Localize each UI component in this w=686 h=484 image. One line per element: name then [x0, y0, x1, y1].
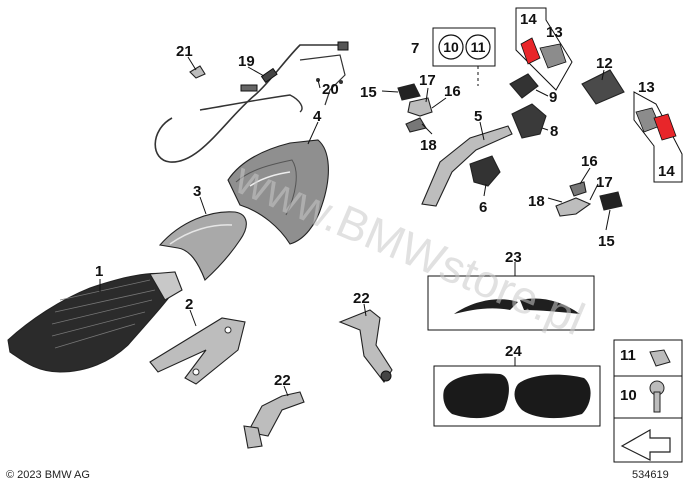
callout-18b: 18 — [528, 193, 545, 210]
part-4-rear-cowl — [227, 121, 329, 245]
diagram-number: 534619 — [632, 469, 669, 481]
part-22-bracket-upper — [338, 303, 393, 383]
legend-label-11: 11 — [620, 347, 636, 364]
part-3-seat-cover — [158, 196, 247, 281]
callout-21: 21 — [176, 43, 193, 60]
part-5-frame — [421, 121, 513, 207]
callout-14: 14 — [520, 11, 537, 28]
callout-18: 18 — [420, 137, 437, 154]
callout-24: 24 — [505, 343, 522, 360]
callout-13b: 13 — [638, 79, 655, 96]
part-24-tank-pads — [433, 357, 601, 427]
part-6-holder — [469, 155, 501, 197]
part-13-14-set-upper — [515, 7, 573, 91]
part-8-mount — [511, 103, 549, 139]
callout-22b: 22 — [274, 372, 291, 389]
callout-11-in-group-7: 11 — [471, 39, 486, 55]
callout-16: 16 — [444, 83, 461, 100]
legend-label-10: 10 — [620, 387, 637, 404]
part-13-14-set-lower — [633, 91, 683, 183]
callout-12: 12 — [596, 55, 613, 72]
copyright: © 2023 BMW AG — [6, 469, 90, 481]
callout-19: 19 — [238, 53, 255, 70]
callout-2: 2 — [185, 296, 193, 313]
callout-10-in-group-7: 10 — [443, 39, 459, 55]
callout-16b: 16 — [581, 153, 598, 170]
callout-15: 15 — [360, 84, 377, 101]
part-12-reflector — [581, 69, 625, 105]
callout-14b: 14 — [658, 163, 675, 180]
callout-20: 20 — [322, 81, 339, 98]
callout-8: 8 — [550, 123, 558, 140]
callout-9: 9 — [549, 89, 557, 106]
footrest-assembly-lower — [547, 167, 623, 231]
part-21-clip — [187, 56, 206, 79]
part-1-seat — [7, 271, 183, 373]
fastener-legend — [613, 339, 683, 463]
callout-23: 23 — [505, 249, 522, 266]
part-9-mount — [509, 73, 549, 99]
callout-7: 7 — [411, 40, 419, 57]
callout-1: 1 — [95, 263, 103, 280]
callout-5: 5 — [474, 108, 482, 125]
part-2-bracket — [149, 309, 246, 385]
part-19-20-wiring-harness — [154, 41, 349, 163]
callout-22: 22 — [353, 290, 370, 307]
footrest-assembly-upper — [381, 83, 447, 135]
callout-3: 3 — [193, 183, 201, 200]
callout-15b: 15 — [598, 233, 615, 250]
group-7-kit-box — [432, 27, 496, 86]
watermark: www.BMWstore.pl — [227, 151, 592, 345]
part-22-bracket-lower — [243, 385, 305, 449]
callout-17b: 17 — [596, 174, 613, 191]
callout-4: 4 — [313, 108, 322, 125]
callout-6: 6 — [479, 199, 487, 216]
part-23-decal-set — [427, 262, 595, 331]
callout-17: 17 — [419, 72, 436, 89]
callout-13: 13 — [546, 24, 563, 41]
